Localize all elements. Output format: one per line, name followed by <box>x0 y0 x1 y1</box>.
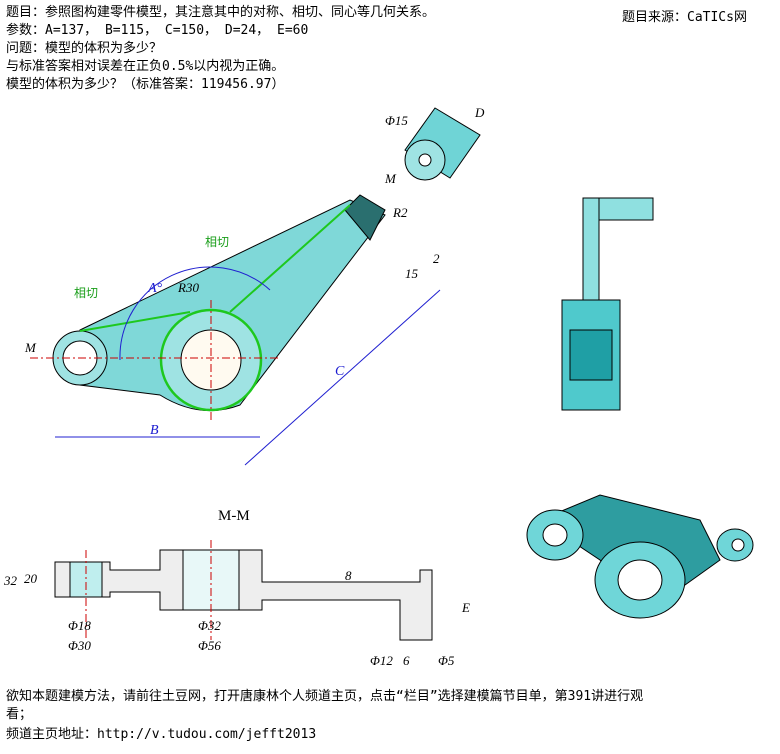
label-c: C <box>335 364 345 379</box>
section-title: M-M <box>218 508 250 524</box>
label-phi56: Φ56 <box>198 638 221 653</box>
label-e: E <box>461 600 470 615</box>
label-m-left: M <box>24 340 37 355</box>
header-line-2: 参数：A=137， B=115， C=150， D=24， E=60 <box>6 23 309 38</box>
section-view <box>54 540 433 641</box>
label-32: 32 <box>3 573 18 588</box>
header-line-3: 问题：模型的体积为多少？ <box>6 41 163 56</box>
side-view <box>561 197 654 411</box>
detail-view <box>404 107 481 181</box>
label-angle-a: A° <box>147 281 163 296</box>
label-2: 2 <box>433 251 440 266</box>
header-line-4: 与标准答案相对误差在正负0.5%以内视为正确。 <box>6 59 285 74</box>
label-phi30: Φ30 <box>68 638 91 653</box>
header-line-5: 模型的体积为多少？（标准答案：119456.97） <box>6 77 285 92</box>
isometric-view <box>526 494 754 619</box>
label-phi12: Φ12 <box>370 653 393 668</box>
header-line-1: 题目：参照图构建零件模型，其注意其中的对称、相切、同心等几何关系。 <box>6 5 436 20</box>
label-m-top: M <box>384 171 397 186</box>
footer-line-1: 欲知本题建模方法，请前往土豆网，打开唐康林个人频道主页，点击“栏目”选择建模篇节… <box>6 689 644 704</box>
label-r30: R30 <box>177 280 199 295</box>
label-phi15: Φ15 <box>385 113 408 128</box>
label-b: B <box>150 423 159 438</box>
label-d: D <box>474 105 485 120</box>
label-phi32: Φ32 <box>198 618 221 633</box>
label-r2: R2 <box>392 205 408 220</box>
label-15: 15 <box>405 266 419 281</box>
footer-link[interactable]: 频道主页地址：http://v.tudou.com/jefft2013 <box>6 727 317 742</box>
label-phi18: Φ18 <box>68 618 91 633</box>
label-8: 8 <box>345 568 352 583</box>
footer-line-2: 看； <box>6 707 33 722</box>
label-6: 6 <box>403 653 410 668</box>
label-phi5: Φ5 <box>438 653 455 668</box>
label-20: 20 <box>24 571 38 586</box>
source-label: 题目来源：CaTICs网 <box>622 10 747 25</box>
top-view <box>30 194 441 466</box>
label-tangent-1: 相切 <box>205 235 229 249</box>
label-tangent-2: 相切 <box>74 286 98 300</box>
